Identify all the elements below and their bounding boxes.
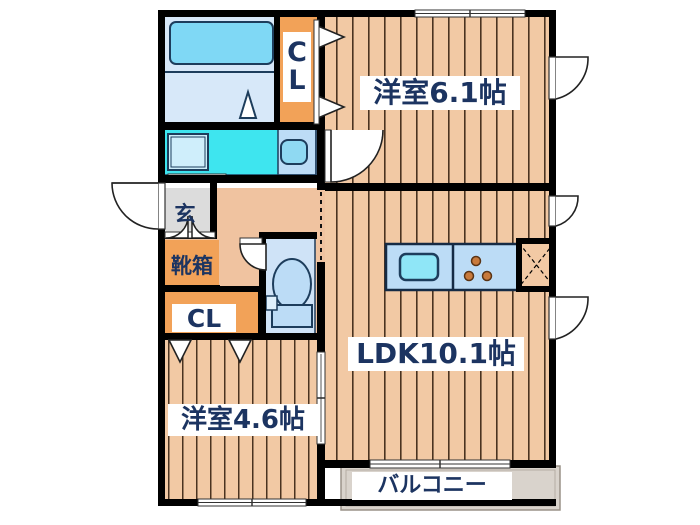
stove-burner-right xyxy=(481,270,493,282)
wall-h-closet-bottom-top xyxy=(158,286,266,292)
window-ldk-balcony xyxy=(369,459,511,469)
sliding-door-bedroom-ldk xyxy=(316,351,326,445)
entrance-door xyxy=(111,182,166,230)
room-label-bedroom-second: 洋室4.6帖 xyxy=(168,404,318,436)
wall-top-outer xyxy=(158,10,556,17)
wall-kitchen-nub-bottom xyxy=(516,286,556,292)
window-right-upper xyxy=(548,56,589,100)
window-right-middle xyxy=(548,195,579,227)
refrigerator-space xyxy=(518,242,555,288)
window-right-lower xyxy=(548,296,589,340)
wall-kitchen-nub-side xyxy=(516,238,522,292)
sliding-door-hall-ldk xyxy=(317,190,325,262)
room-label-closet-bottom: CL xyxy=(172,304,236,332)
room-label-balcony: バルコニー xyxy=(352,472,512,500)
wall-h-wash-hall xyxy=(161,175,319,183)
stove-burner-left xyxy=(463,270,475,282)
wall-v-bath-closet xyxy=(274,14,280,126)
room-label-entrance: 玄 xyxy=(174,201,196,226)
closet-top-letter-l: L xyxy=(288,65,306,96)
wall-h-closet-top xyxy=(274,122,320,129)
wall-v-center-lower xyxy=(317,190,325,506)
room-label-bedroom-main: 洋室6.1帖 xyxy=(360,76,520,110)
kitchen-sink xyxy=(398,252,440,282)
wall-h-bed-ldk xyxy=(320,183,556,191)
washing-machine-inner xyxy=(170,136,206,168)
room-label-shoe-box: 靴箱 xyxy=(171,253,213,278)
closet-top-letter-c: C xyxy=(287,36,307,68)
wall-kitchen-nub-top xyxy=(516,238,556,244)
window-bedroom-main-top xyxy=(414,9,526,18)
bath-door-marker xyxy=(238,88,258,119)
wall-h-hall-bed xyxy=(158,333,321,340)
floor-ldk xyxy=(325,188,554,462)
door-toilet xyxy=(239,237,267,271)
wall-bottom-outer xyxy=(158,499,556,506)
toilet-bowl xyxy=(272,258,312,310)
room-label-closet-top: C L xyxy=(283,32,311,102)
kitchen-fixtures xyxy=(384,242,555,292)
washing-machine-space xyxy=(167,133,209,171)
door-bedroom-main xyxy=(324,129,384,183)
toilet-tank xyxy=(271,304,313,328)
window-bedroom-second-bottom xyxy=(197,498,307,507)
bathtub xyxy=(169,21,274,65)
wall-v-entrance-right xyxy=(210,183,217,239)
toilet-lever xyxy=(265,295,278,311)
closet-bottom-doors xyxy=(167,339,253,364)
openings xyxy=(111,9,589,507)
stove-burner-back xyxy=(470,255,482,267)
closet-top-doors xyxy=(313,19,347,125)
wall-h-toilet-top xyxy=(259,232,321,239)
wall-left-outer xyxy=(158,10,165,506)
room-label-ldk: LDK10.1帖 xyxy=(348,337,524,371)
wall-v-closet-bottom-right xyxy=(258,286,265,338)
vanity-sink xyxy=(280,139,308,165)
wall-h-bath-wash xyxy=(161,122,319,130)
shoe-box-fill xyxy=(161,240,219,288)
shoe-box-doors xyxy=(164,215,216,239)
